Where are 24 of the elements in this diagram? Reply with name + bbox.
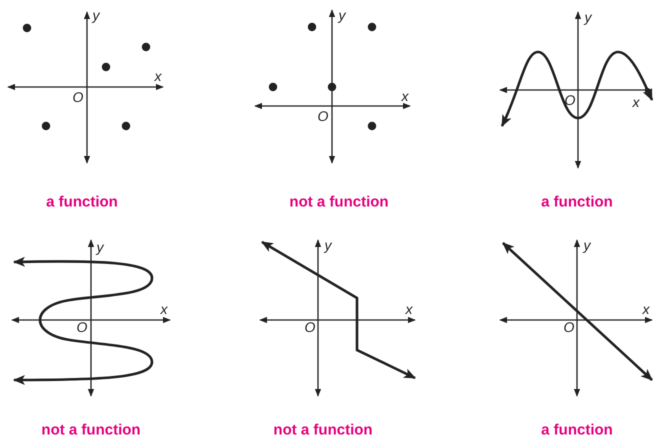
origin-label: O (72, 90, 84, 104)
axis-label: y (96, 240, 104, 254)
axis-label: y (92, 8, 100, 22)
axis-label: y (338, 8, 346, 22)
origin-label: O (564, 93, 576, 107)
graph-caption: not a function (41, 422, 141, 438)
graph-caption: a function (46, 194, 118, 210)
axis-label: x (632, 95, 640, 109)
origin-label: O (76, 320, 88, 334)
origin-label: O (318, 109, 328, 123)
axis-label: y (584, 238, 590, 252)
axis-label: y (584, 10, 592, 24)
graph-caption: a function (541, 422, 613, 438)
axis-label: x (402, 89, 408, 103)
axis-label: x (154, 69, 162, 83)
axis-label: x (642, 302, 650, 316)
graph-caption: not a function (273, 422, 373, 438)
axis-label: x (160, 302, 168, 316)
graph-caption: a function (541, 194, 613, 210)
origin-label: O (304, 320, 316, 334)
axis-label: x (406, 302, 412, 316)
axis-label: y (324, 238, 332, 252)
graph-caption: not a function (289, 194, 389, 210)
origin-label: O (564, 320, 574, 334)
